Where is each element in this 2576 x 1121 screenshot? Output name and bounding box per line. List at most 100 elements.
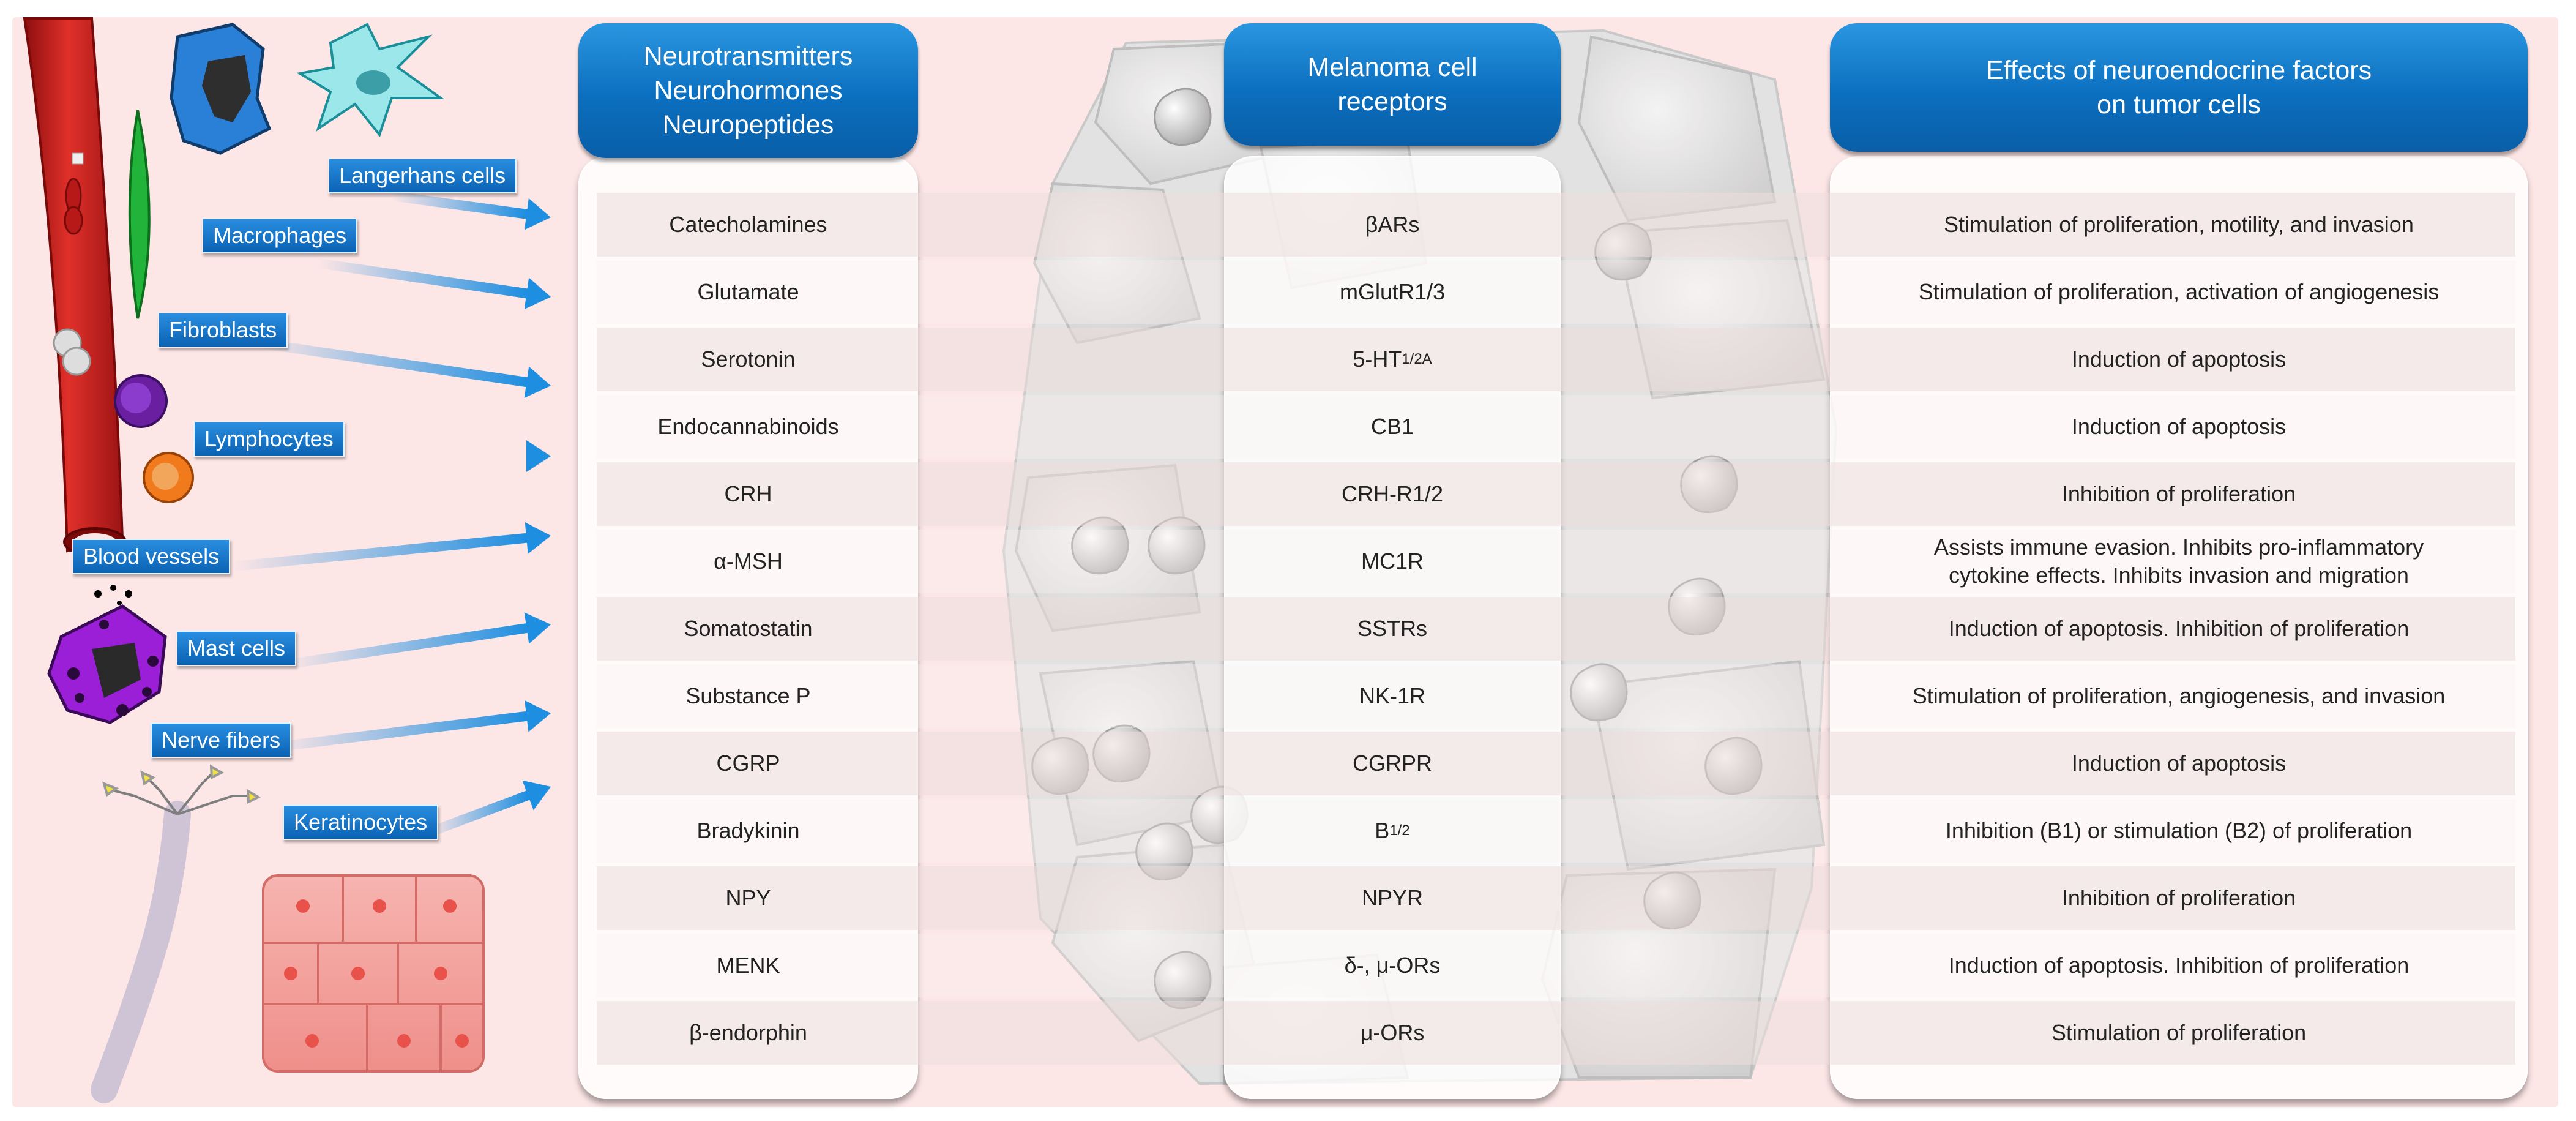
header-effects: Effects of neuroendocrine factors on tum…: [1830, 23, 2528, 152]
factor-label: Serotonin: [701, 347, 796, 372]
row-stripe: [597, 732, 2515, 795]
effect-label: Induction of apoptosis: [1842, 732, 2515, 795]
receptor-subscript: 1/2A: [1402, 351, 1432, 367]
effect-line: Induction of apoptosis: [2071, 751, 2287, 776]
mast-cell-illustration: [47, 585, 167, 724]
effect-label: Stimulation of proliferation, angiogenes…: [1842, 664, 2515, 728]
effect-label: Inhibition (B1) or stimulation (B2) of p…: [1842, 799, 2515, 863]
tag-macrophages: Macrophages: [202, 218, 358, 253]
receptor-label: μ-ORs: [1236, 1001, 1548, 1065]
blood-vessel-illustration: [23, 17, 127, 557]
effect-label: Induction of apoptosis: [1842, 328, 2515, 391]
row-stripe: [597, 395, 2515, 459]
tag-langerhans-cells: Langerhans cells: [328, 158, 517, 193]
receptor-label: MC1R: [1236, 530, 1548, 593]
effect-line: Inhibition (B1) or stimulation (B2) of p…: [1945, 818, 2413, 843]
row-stripe: [597, 530, 2515, 593]
header-line: Neurohormones: [654, 76, 843, 105]
effect-line: Inhibition of proliferation: [2061, 481, 2296, 506]
effect-line: Inhibition of proliferation: [2061, 885, 2296, 910]
header-line: Effects of neuroendocrine factors: [1985, 56, 2372, 85]
factor-label: Catecholamines: [669, 212, 827, 237]
tag-fibroblasts: Fibroblasts: [158, 312, 288, 348]
keratinocytes-illustration: [262, 874, 485, 1073]
header-neurotransmitters: Neurotransmitters Neurohormones Neuropep…: [578, 23, 918, 158]
effect-line: Induction of apoptosis. Inhibition of pr…: [1948, 953, 2410, 978]
header-line: Melanoma cell: [1307, 53, 1477, 82]
effect-label: Inhibition of proliferation: [1842, 462, 2515, 526]
receptor-name: μ-ORs: [1360, 1020, 1425, 1045]
effect-line: cytokine effects. Inhibits invasion and …: [1949, 563, 2409, 588]
row-stripe: [597, 664, 2515, 728]
row-stripe: [597, 328, 2515, 391]
header-line: Neurotransmitters: [643, 42, 853, 71]
receptor-name: CRH-R1/2: [1341, 481, 1444, 506]
factor-label: Somatostatin: [684, 616, 813, 641]
receptor-name: NK-1R: [1359, 683, 1426, 708]
fibroblast-illustration: [128, 110, 151, 319]
effect-label: Inhibition of proliferation: [1842, 866, 2515, 930]
row-stripe: [597, 934, 2515, 997]
factor-label: Glutamate: [697, 279, 799, 304]
factor-label: NPY: [725, 885, 771, 910]
receptor-name: βARs: [1365, 212, 1420, 237]
factor-label: Substance P: [685, 683, 811, 708]
receptor-label: CB1: [1236, 395, 1548, 459]
receptor-name: MC1R: [1361, 549, 1424, 574]
tag-lymphocytes: Lymphocytes: [193, 421, 345, 457]
tag-blood-vessels: Blood vessels: [72, 539, 231, 574]
row-stripe: [597, 866, 2515, 930]
receptor-label: δ-, μ-ORs: [1236, 934, 1548, 997]
row-stripe: [597, 799, 2515, 863]
row-stripe: [597, 1001, 2515, 1065]
receptor-name: SSTRs: [1357, 616, 1427, 641]
effect-line: Induction of apoptosis. Inhibition of pr…: [1948, 616, 2410, 641]
row-stripe: [597, 260, 2515, 324]
factor-label: MENK: [716, 953, 780, 978]
effect-line: Stimulation of proliferation: [2051, 1020, 2307, 1045]
macrophage-illustration: [170, 23, 272, 155]
receptor-label: NK-1R: [1236, 664, 1548, 728]
header-line: receptors: [1337, 87, 1447, 116]
effect-label: Induction of apoptosis. Inhibition of pr…: [1842, 597, 2515, 661]
receptor-name: CGRPR: [1352, 751, 1432, 776]
row-stripe: [597, 462, 2515, 526]
factor-label: CRH: [724, 481, 772, 506]
receptor-name: mGlutR1/3: [1339, 279, 1446, 304]
receptor-name: NPYR: [1361, 885, 1424, 910]
factor-label: Bradykinin: [696, 818, 800, 843]
effect-line: Assists immune evasion. Inhibits pro-inf…: [1933, 534, 2424, 560]
tag-keratinocytes: Keratinocytes: [283, 804, 439, 840]
lymphocyte-illustration: [114, 374, 194, 503]
effect-line: Stimulation of proliferation, activation…: [1918, 279, 2440, 304]
effect-label: Induction of apoptosis. Inhibition of pr…: [1842, 934, 2515, 997]
effect-line: Stimulation of proliferation, angiogenes…: [1912, 683, 2446, 708]
langerhans-cell-illustration: [296, 23, 445, 138]
receptor-label: mGlutR1/3: [1236, 260, 1548, 324]
header-line: on tumor cells: [2097, 90, 2261, 119]
effect-label: Induction of apoptosis: [1842, 395, 2515, 459]
receptor-label: NPYR: [1236, 866, 1548, 930]
effect-line: Induction of apoptosis: [2071, 414, 2287, 439]
receptor-label: CGRPR: [1236, 732, 1548, 795]
row-stripe: [597, 597, 2515, 661]
row-stripe: [597, 193, 2515, 257]
receptor-label: SSTRs: [1236, 597, 1548, 661]
receptor-name: CB1: [1370, 414, 1414, 439]
effect-label: Stimulation of proliferation, motility, …: [1842, 193, 2515, 257]
factor-label: β-endorphin: [689, 1020, 807, 1045]
header-receptors: Melanoma cell receptors: [1224, 23, 1561, 146]
receptor-label: CRH-R1/2: [1236, 462, 1548, 526]
factor-label: CGRP: [716, 751, 780, 776]
effect-label: Stimulation of proliferation, activation…: [1842, 260, 2515, 324]
receptor-name: 5-HT: [1353, 347, 1402, 372]
receptor-name: B: [1375, 818, 1390, 843]
header-line: Neuropeptides: [662, 110, 834, 140]
effect-line: Stimulation of proliferation, motility, …: [1944, 212, 2414, 237]
receptor-subscript: 1/2: [1389, 822, 1410, 839]
receptor-label: βARs: [1236, 193, 1548, 257]
tag-mast-cells: Mast cells: [176, 631, 297, 666]
